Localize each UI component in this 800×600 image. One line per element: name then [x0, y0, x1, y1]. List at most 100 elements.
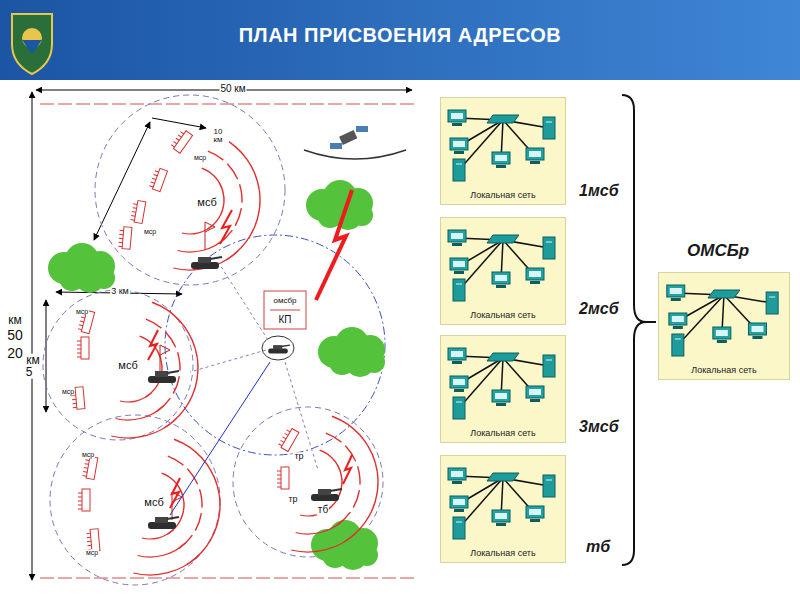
computer-icon — [450, 376, 468, 392]
defence-arc — [182, 225, 214, 234]
map-stroke — [492, 272, 510, 284]
map-stroke — [452, 243, 462, 246]
map-stroke — [451, 471, 463, 477]
map-stroke — [526, 506, 544, 518]
map-stroke — [456, 402, 462, 403]
flag-symbol — [160, 345, 170, 373]
map-stroke — [93, 267, 115, 289]
command-post-box — [264, 291, 306, 329]
map-stroke — [277, 475, 281, 476]
map-stroke — [751, 326, 763, 332]
map-stroke — [285, 433, 288, 435]
lightning-bolt — [316, 190, 352, 300]
map-stroke — [450, 496, 468, 508]
radio-link — [285, 362, 318, 470]
map-stroke — [131, 219, 135, 221]
defence-arc — [326, 433, 360, 526]
unit-heading: 3мсб — [579, 418, 619, 436]
map-stroke — [546, 360, 552, 361]
map-stroke — [543, 237, 555, 259]
map-stroke — [529, 271, 541, 277]
map-stroke — [83, 475, 87, 477]
defence-arc — [168, 456, 202, 549]
map-stroke — [155, 371, 168, 377]
map-stroke — [492, 152, 510, 164]
map-stroke — [356, 126, 368, 132]
network-drawing — [441, 336, 567, 426]
defence-arc — [173, 251, 238, 270]
map-stroke — [526, 268, 544, 280]
network-drawing — [659, 273, 791, 363]
map-stroke — [495, 393, 507, 399]
map-stroke — [133, 203, 137, 205]
map-stroke — [282, 345, 290, 346]
map-stroke — [356, 544, 378, 566]
server-icon — [672, 334, 684, 356]
map-stroke — [119, 234, 123, 235]
map-stroke — [173, 131, 192, 154]
company-symbol — [278, 426, 299, 451]
map-stroke — [752, 336, 762, 339]
map-stroke — [287, 430, 290, 432]
map-stroke — [454, 389, 464, 392]
satellite-icon — [304, 126, 406, 159]
vehicle-icon — [311, 489, 342, 501]
map-stroke — [530, 519, 540, 522]
map-stroke — [210, 257, 222, 259]
emblem — [12, 14, 52, 74]
map-stroke — [119, 242, 123, 243]
dimension-arrow — [46, 300, 47, 412]
map-stroke — [122, 227, 132, 250]
map-stroke — [155, 517, 168, 523]
map-label: омсбр — [273, 297, 298, 305]
zone-circle — [95, 95, 285, 285]
map-stroke — [79, 325, 83, 326]
map-stroke — [451, 233, 463, 239]
map-label: мсб — [196, 197, 217, 209]
map-stroke — [669, 313, 687, 325]
map-stroke — [454, 509, 464, 512]
map-stroke — [456, 164, 462, 165]
map-stroke — [277, 483, 281, 484]
network-drawing — [441, 456, 567, 546]
defence-arc — [214, 134, 260, 260]
map-label: КП — [277, 315, 292, 326]
map-stroke — [83, 471, 87, 473]
map-stroke — [152, 178, 156, 179]
map-stroke — [530, 399, 540, 402]
map-stroke — [87, 541, 91, 542]
map-stroke — [81, 337, 89, 359]
vehicle-icon — [191, 257, 222, 269]
computer-icon — [748, 323, 766, 339]
map-stroke — [277, 479, 281, 480]
map-label: 20 — [6, 346, 24, 361]
defence-arc — [152, 302, 198, 428]
map-stroke — [205, 222, 215, 232]
flag-symbol — [205, 222, 215, 250]
server-icon — [453, 517, 465, 539]
network-box: Локальная сеть1мсб — [440, 97, 566, 205]
server-icon — [453, 397, 465, 419]
company-symbol — [77, 337, 89, 359]
map-label: мсб — [143, 497, 164, 509]
map-stroke — [330, 143, 342, 149]
map-stroke — [451, 351, 463, 357]
map-stroke — [673, 326, 683, 329]
map-stroke — [59, 265, 85, 291]
map-stroke — [769, 297, 775, 298]
computer-icon — [448, 230, 466, 246]
forest-blob — [48, 243, 115, 293]
map-stroke — [73, 407, 77, 408]
map-stroke — [78, 493, 82, 494]
map-stroke — [495, 155, 507, 161]
map-stroke — [766, 292, 778, 314]
server-icon — [543, 355, 555, 377]
map-stroke — [496, 523, 506, 526]
defence-arc — [296, 520, 344, 534]
map-stroke — [85, 463, 89, 465]
map-stroke — [318, 489, 331, 495]
map-stroke — [176, 138, 179, 140]
map-stroke — [171, 145, 174, 147]
brace-link — [640, 321, 656, 323]
